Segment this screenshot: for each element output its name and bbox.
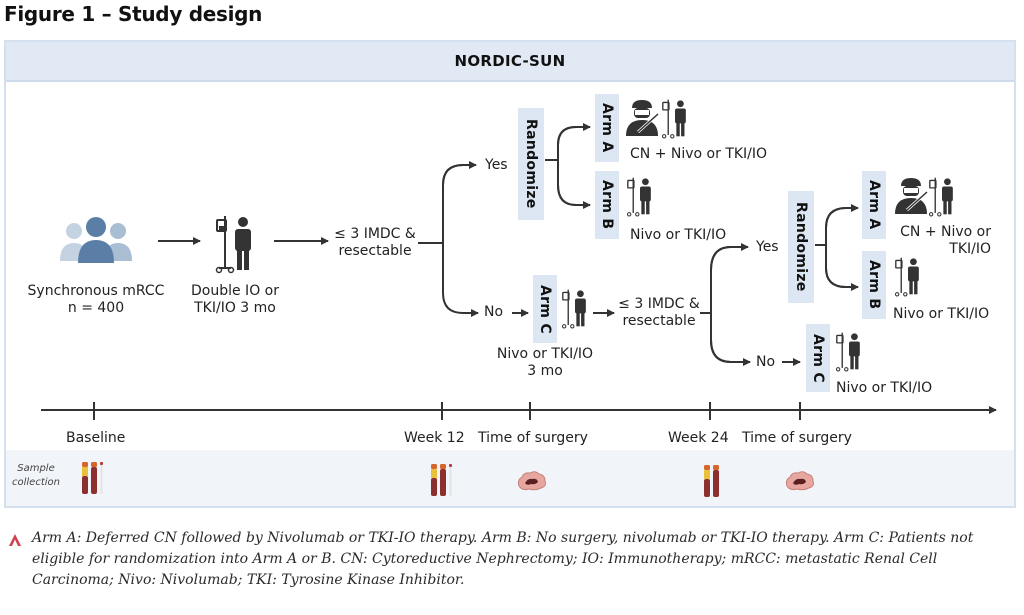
decision2-yes: Yes <box>756 239 779 255</box>
blood-tubes-icon <box>431 464 452 496</box>
figure-title: Figure 1 – Study design <box>4 2 263 26</box>
branch-decision1-yes <box>442 161 477 186</box>
decision1-label: ≤ 3 IMDC & resectable <box>334 226 416 259</box>
induction-label: Double IO or TKI/IO 3 mo <box>191 283 279 316</box>
tissue-sample-icon <box>517 471 546 491</box>
trial-header: NORDIC-SUN <box>6 42 1014 82</box>
iv-patient-icon <box>835 332 860 372</box>
study-design-frame: NORDIC-SUN <box>4 40 1016 508</box>
randomize1-box: Randomize <box>518 108 544 220</box>
timepoint-surgery2: Time of surgery <box>742 430 852 446</box>
branch-randomize1 <box>545 126 590 206</box>
iv-patient-icon <box>215 216 251 274</box>
sample-collection-band <box>6 450 1014 506</box>
iv-patient-icon <box>894 257 919 297</box>
iv-patient-icon <box>661 99 686 139</box>
figure-footnote: Arm A: Deferred CN followed by Nivolumab… <box>32 530 974 588</box>
arm-c1-desc: Nivo or TKI/IO 3 mo <box>496 346 594 379</box>
blood-tubes-icon <box>704 465 719 497</box>
footnote-marker-icon <box>9 534 21 546</box>
population-label: Synchronous mRCC n = 400 <box>27 283 165 316</box>
arm-c2-box: Arm C <box>806 324 830 392</box>
iv-patient-icon <box>928 177 953 217</box>
trial-name: NORDIC-SUN <box>454 52 566 70</box>
decision1-yes: Yes <box>485 157 508 173</box>
decision1-no: No <box>484 304 504 320</box>
sample-collection-label: Sample collection <box>12 463 60 488</box>
decision2-no: No <box>756 354 776 370</box>
branch-decision1 <box>418 164 478 313</box>
timepoint-week12: Week 12 <box>404 430 465 446</box>
arm-b1-box: Arm B <box>595 171 619 239</box>
arm-a1-desc: CN + Nivo or TKI/IO <box>630 146 768 162</box>
tissue-sample-icon <box>785 471 814 491</box>
timepoint-surgery1: Time of surgery <box>478 430 588 446</box>
decision2-label: ≤ 3 IMDC & resectable <box>618 296 700 329</box>
randomize2-box: Randomize <box>788 191 814 303</box>
iv-patient-icon <box>626 177 651 217</box>
patients-group-icon <box>60 217 132 263</box>
iv-patient-icon <box>561 289 586 329</box>
branch-randomize2 <box>815 207 858 288</box>
timepoint-week24: Week 24 <box>668 430 729 446</box>
arm-a1-box: Arm A <box>595 94 619 162</box>
blood-tubes-icon <box>82 462 103 494</box>
arm-b2-desc: Nivo or TKI/IO <box>893 306 990 322</box>
branch-decision2 <box>700 246 750 363</box>
arm-c2-desc: Nivo or TKI/IO <box>836 380 933 396</box>
arm-a2-desc: CN + Nivo or TKI/IO <box>900 224 991 257</box>
arm-a2-box: Arm A <box>862 171 886 239</box>
arm-c1-box: Arm C <box>533 275 557 343</box>
surgeon-icon <box>895 178 929 214</box>
surgeon-icon <box>626 100 660 136</box>
arm-b2-box: Arm B <box>862 251 886 319</box>
flow-connectors <box>41 123 997 420</box>
arm-b1-desc: Nivo or TKI/IO <box>630 227 727 243</box>
timepoint-baseline: Baseline <box>66 430 126 446</box>
